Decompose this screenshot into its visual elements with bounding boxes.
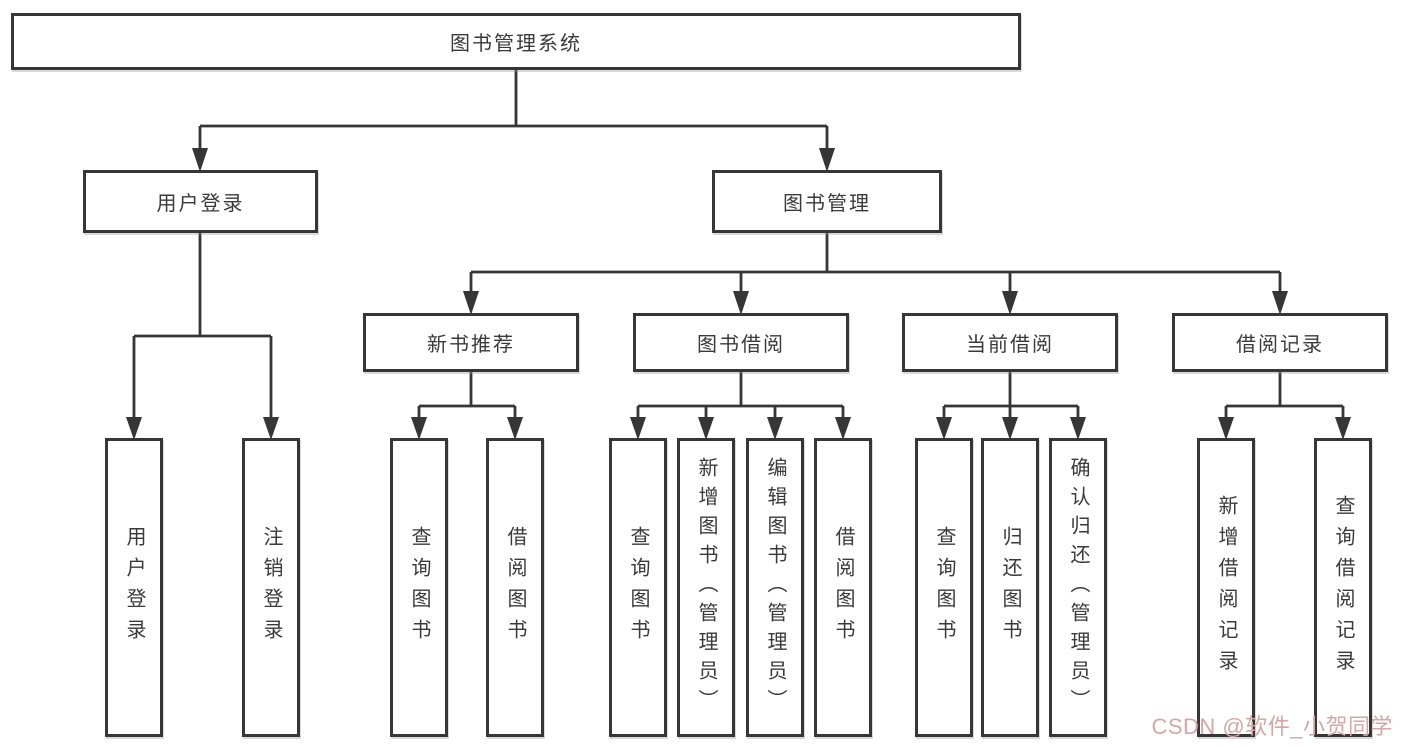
leaf-borrow-books-borrowing: 借阅图书 bbox=[814, 438, 872, 737]
arrowhead-icon bbox=[411, 417, 427, 440]
arrowhead-icon bbox=[507, 417, 523, 440]
leaf-query-books-borrowing: 查询图书 bbox=[609, 438, 667, 737]
arrowhead-icon bbox=[1335, 417, 1351, 440]
arrowhead-icon bbox=[630, 417, 646, 440]
leaf-logout: 注销登录 bbox=[242, 438, 300, 737]
arrowhead-icon bbox=[126, 417, 142, 440]
node-label: 归还图书 bbox=[999, 525, 1021, 650]
leaf-add-books-admin: 新增图书（管理员） bbox=[677, 438, 735, 737]
leaf-add-borrow-record: 新增借阅记录 bbox=[1197, 438, 1255, 737]
leaf-confirm-return-admin: 确认归还（管理员） bbox=[1049, 438, 1107, 737]
node-label: 当前借阅 bbox=[966, 334, 1054, 356]
leaf-query-books-current: 查询图书 bbox=[915, 438, 973, 737]
node-label: 图书借阅 bbox=[697, 334, 785, 356]
arrowhead-icon bbox=[819, 148, 835, 172]
leaf-query-borrow-record: 查询借阅记录 bbox=[1314, 438, 1372, 737]
arrowhead-icon bbox=[698, 417, 714, 440]
node-label: 新书推荐 bbox=[427, 334, 515, 356]
arrowhead-icon bbox=[936, 417, 952, 440]
leaf-edit-books-admin: 编辑图书（管理员） bbox=[746, 438, 804, 737]
node-label: 新增借阅记录 bbox=[1215, 494, 1237, 681]
node-label: 注销登录 bbox=[260, 525, 282, 650]
csdn-watermark: CSDN @软件_小贺同学 bbox=[1151, 714, 1393, 739]
node-label: 查询借阅记录 bbox=[1332, 494, 1354, 681]
arrowhead-icon bbox=[1002, 291, 1018, 315]
node-label: 查询图书 bbox=[627, 525, 649, 650]
node-label: 新增图书（管理员） bbox=[695, 457, 717, 718]
node-borrow-records: 借阅记录 bbox=[1172, 313, 1388, 372]
node-book-management: 图书管理 bbox=[712, 170, 942, 233]
arrowhead-icon bbox=[1070, 417, 1086, 440]
node-label: 查询图书 bbox=[933, 525, 955, 650]
node-label: 查询图书 bbox=[408, 525, 430, 650]
arrowhead-icon bbox=[1218, 417, 1234, 440]
arrowhead-icon bbox=[733, 291, 749, 315]
arrowhead-icon bbox=[192, 148, 208, 172]
node-label: 图书管理 bbox=[783, 193, 871, 215]
arrowhead-icon bbox=[1002, 417, 1018, 440]
leaf-user-login: 用户登录 bbox=[105, 438, 163, 737]
arrowhead-icon bbox=[835, 417, 851, 440]
leaf-query-books-recommend: 查询图书 bbox=[390, 438, 448, 737]
arrowhead-icon bbox=[1272, 291, 1288, 315]
node-label: 借阅图书 bbox=[832, 525, 854, 650]
arrowhead-icon bbox=[767, 417, 783, 440]
node-current-borrowing: 当前借阅 bbox=[902, 313, 1118, 372]
node-label: 图书管理系统 bbox=[450, 33, 582, 55]
node-label: 借阅图书 bbox=[504, 525, 526, 650]
arrowhead-icon bbox=[263, 417, 279, 440]
node-label: 编辑图书（管理员） bbox=[764, 457, 786, 718]
node-root-library-system: 图书管理系统 bbox=[11, 13, 1021, 70]
node-user-login: 用户登录 bbox=[83, 170, 318, 233]
node-label: 用户登录 bbox=[156, 193, 245, 215]
node-label: 用户登录 bbox=[123, 525, 145, 650]
leaf-return-books: 归还图书 bbox=[981, 438, 1039, 737]
leaf-borrow-books-recommend: 借阅图书 bbox=[486, 438, 544, 737]
node-new-book-recommend: 新书推荐 bbox=[363, 313, 579, 372]
node-label: 借阅记录 bbox=[1236, 334, 1324, 356]
arrowhead-icon bbox=[463, 291, 479, 315]
node-label: 确认归还（管理员） bbox=[1067, 457, 1089, 718]
node-book-borrowing: 图书借阅 bbox=[633, 313, 849, 372]
